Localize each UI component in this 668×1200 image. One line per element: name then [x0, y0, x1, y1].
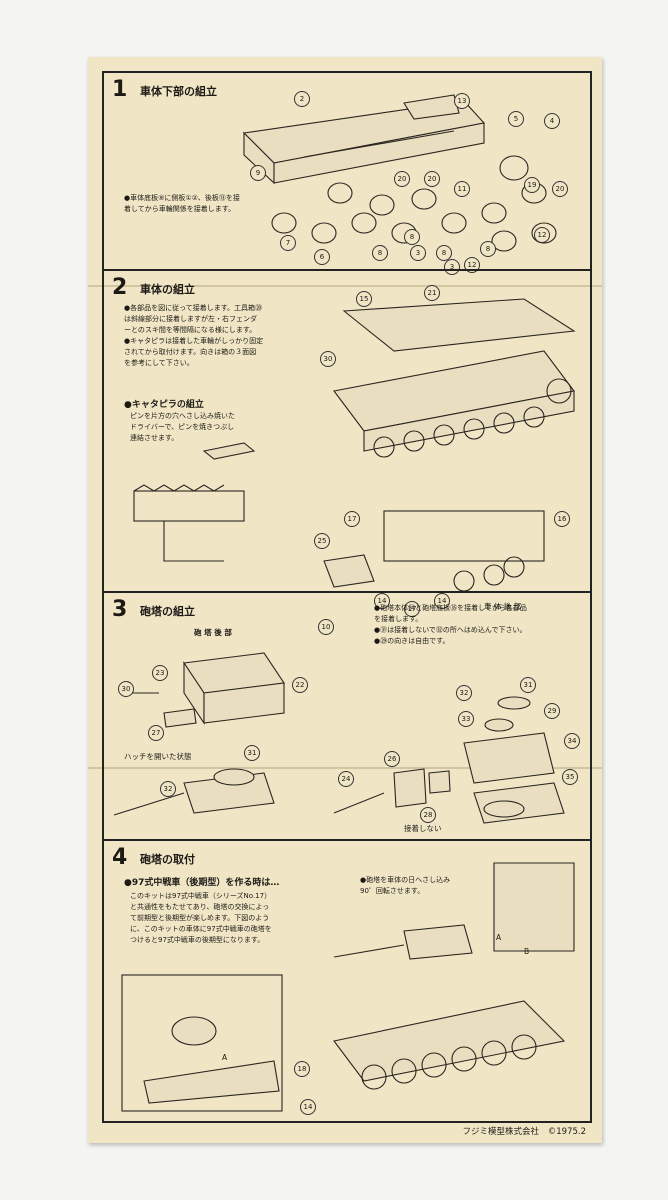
- part-number: 29: [544, 703, 560, 719]
- no-glue-label: 接着しない: [404, 824, 442, 833]
- part-number: 10: [318, 619, 334, 635]
- turret-mounting-diagram: [121, 862, 575, 1112]
- part-number: 14: [374, 593, 390, 609]
- reference-letter-a: A: [222, 1053, 228, 1062]
- part-number: 18: [294, 1061, 310, 1077]
- part-number: 25: [314, 533, 330, 549]
- part-number: 35: [562, 769, 578, 785]
- part-number: 8: [480, 241, 496, 257]
- late-model-note: このキットは97式中戦車（シリーズNo.17） と共通性をもたせてあり、砲塔の交…: [130, 892, 272, 944]
- part-number: 20: [552, 181, 568, 197]
- part-number: 19: [524, 177, 540, 193]
- part-number: 22: [292, 677, 308, 693]
- step-title: 砲塔の組立: [140, 605, 195, 618]
- part-number: 34: [564, 733, 580, 749]
- part-number: 33: [458, 711, 474, 727]
- part-number: 27: [148, 725, 164, 741]
- step-title: 砲塔の取付: [140, 853, 195, 866]
- company-name: フジミ模型株式会社: [462, 1127, 540, 1137]
- step-3-panel: 3 砲塔の組立 砲 塔 後 部 ●砲塔本体㉞と砲塔底板㉟を接着してから各部品 を…: [102, 591, 592, 841]
- fold-line: [88, 285, 602, 287]
- instruction-sheet: 1 車体下部の組立 ●車体底板⑨に側板①②、後板⑬を接 着してから車輪関係を接着…: [88, 57, 602, 1143]
- hull-rear-label: 車 体 後 部: [484, 602, 522, 611]
- part-number: 32: [160, 781, 176, 797]
- step-1-panel: 1 車体下部の組立 ●車体底板⑨に側板①②、後板⑬を接 着してから車輪関係を接着…: [102, 71, 592, 275]
- lower-hull-diagram: [242, 94, 557, 252]
- step-2-panel: 2 車体の組立 ●各部品を図に従って接着します。工具箱⑳ は斜線部分に接着します…: [102, 269, 592, 635]
- footer: フジミ模型株式会社 ©1975.2: [457, 1125, 586, 1137]
- turret-rear-label: 砲 塔 後 部: [194, 628, 232, 637]
- part-number: 15: [356, 291, 372, 307]
- part-number: 3: [444, 259, 460, 275]
- part-number: 21: [424, 285, 440, 301]
- step-number: 4: [112, 845, 128, 870]
- part-number: 12: [534, 227, 550, 243]
- copyright: ©1975.2: [547, 1127, 586, 1137]
- part-number: 30: [320, 351, 336, 367]
- part-number: 23: [152, 665, 168, 681]
- hull-assembly-diagram: [133, 298, 576, 592]
- part-number: 14: [434, 593, 450, 609]
- part-number: 28: [420, 807, 436, 823]
- part-number: 2: [294, 91, 310, 107]
- part-number: 4: [544, 113, 560, 129]
- part-number: 3: [410, 245, 426, 261]
- part-number: 8: [404, 229, 420, 245]
- step-number: 1: [112, 77, 128, 102]
- step-3-note: ●砲塔本体㉞と砲塔底板㉟を接着してから各部品 を接着します。 ●㉛は接着しないで…: [374, 604, 527, 645]
- part-number: 26: [384, 751, 400, 767]
- fold-line: [88, 767, 602, 769]
- part-number: 20: [424, 171, 440, 187]
- reference-letter-b: B: [524, 947, 530, 956]
- part-number: 32: [456, 685, 472, 701]
- part-number: 13: [454, 93, 470, 109]
- reference-letter-a: A: [496, 933, 502, 942]
- step-number: 3: [112, 597, 128, 622]
- part-number: 8: [436, 245, 452, 261]
- part-number: 17: [404, 601, 420, 617]
- part-number: 7: [280, 235, 296, 251]
- part-number: 30: [118, 681, 134, 697]
- part-number: 9: [250, 165, 266, 181]
- part-number: 31: [520, 677, 536, 693]
- step-title: 車体下部の組立: [140, 85, 217, 98]
- turret-assembly-diagram: [113, 652, 565, 824]
- step-4-note: ●砲塔を車体の日へさし込み 90゜回転させます。: [360, 876, 451, 895]
- part-number: 31: [244, 745, 260, 761]
- hatch-open-label: ハッチを開いた状態: [124, 752, 192, 761]
- part-number: 14: [300, 1099, 316, 1115]
- step-1-note: ●車体底板⑨に側板①②、後板⑬を接 着してから車輪関係を接着します。: [124, 194, 240, 213]
- step-4-panel: 4 砲塔の取付 ●97式中戦車（後期型）を作る時は… このキットは97式中戦車（…: [102, 839, 592, 1123]
- step-title: 車体の組立: [140, 283, 195, 296]
- step-2-note: ●各部品を図に従って接着します。工具箱⑳ は斜線部分に接着しますが左・右フェンダ…: [124, 304, 264, 367]
- part-number: 6: [314, 249, 330, 265]
- part-number: 8: [372, 245, 388, 261]
- part-number: 16: [554, 511, 570, 527]
- part-number: 17: [344, 511, 360, 527]
- step-number: 2: [112, 275, 128, 300]
- track-assembly-note: ピンを片方の穴へさし込み焼いた ドライバーで、ピンを焼きつぶし 連結させます。: [130, 412, 235, 442]
- part-number: 5: [508, 111, 524, 127]
- track-assembly-title: ●キャタピラの組立: [124, 400, 204, 410]
- part-number: 24: [338, 771, 354, 787]
- part-number: 20: [394, 171, 410, 187]
- part-number: 11: [454, 181, 470, 197]
- late-model-title: ●97式中戦車（後期型）を作る時は…: [124, 878, 280, 888]
